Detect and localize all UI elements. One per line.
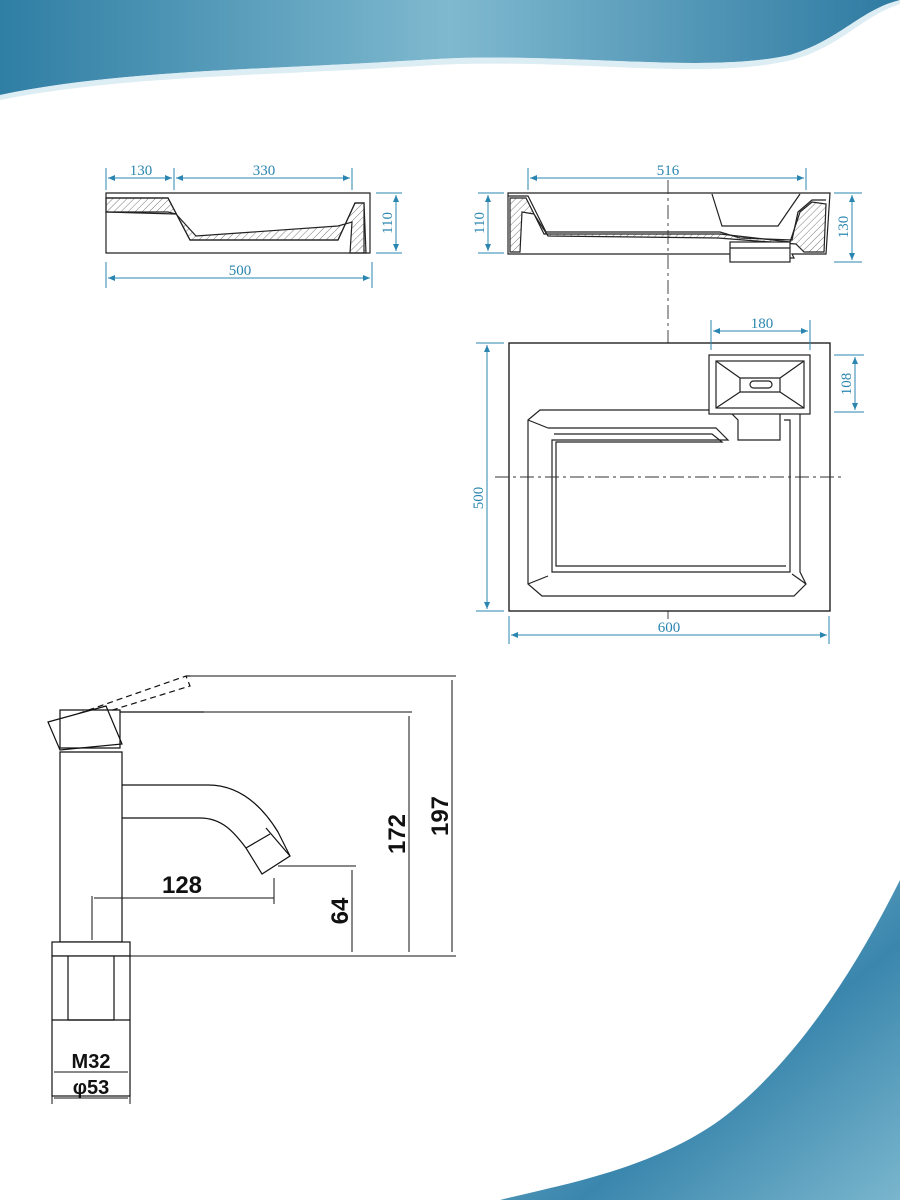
basin-side-view [105, 192, 371, 254]
faucet-dim-172: 172 [384, 814, 411, 854]
basin-front-view [507, 192, 831, 263]
front-dim-516: 516 [657, 163, 680, 179]
faucet-drawing [47, 675, 291, 1097]
top-dim-500: 500 [471, 487, 487, 510]
faucet-dim-m32: M32 [72, 1051, 111, 1073]
side-dim-130: 130 [130, 163, 153, 179]
top-wave-decoration [0, 0, 900, 95]
faucet-dim-197: 197 [427, 796, 454, 836]
top-wave-highlight [0, 0, 900, 100]
front-dim-110: 110 [472, 212, 488, 234]
faucet-dim-64: 64 [327, 897, 354, 924]
side-dim-500: 500 [229, 263, 252, 279]
side-dim-330: 330 [253, 163, 276, 179]
top-dim-600: 600 [658, 620, 681, 636]
faucet-dim-128: 128 [162, 872, 202, 899]
front-dim-130: 130 [836, 216, 852, 239]
front-view-dimensions [478, 168, 862, 263]
faucet-dim-phi53: φ53 [73, 1077, 110, 1099]
top-dim-108: 108 [839, 373, 855, 396]
bottom-wave-decoration [500, 880, 900, 1200]
top-dim-180: 180 [751, 316, 774, 332]
side-dim-110: 110 [380, 212, 396, 234]
top-view-dimensions [476, 320, 864, 644]
faucet-dimensions [51, 675, 456, 1104]
side-view-dimensions [105, 168, 402, 288]
